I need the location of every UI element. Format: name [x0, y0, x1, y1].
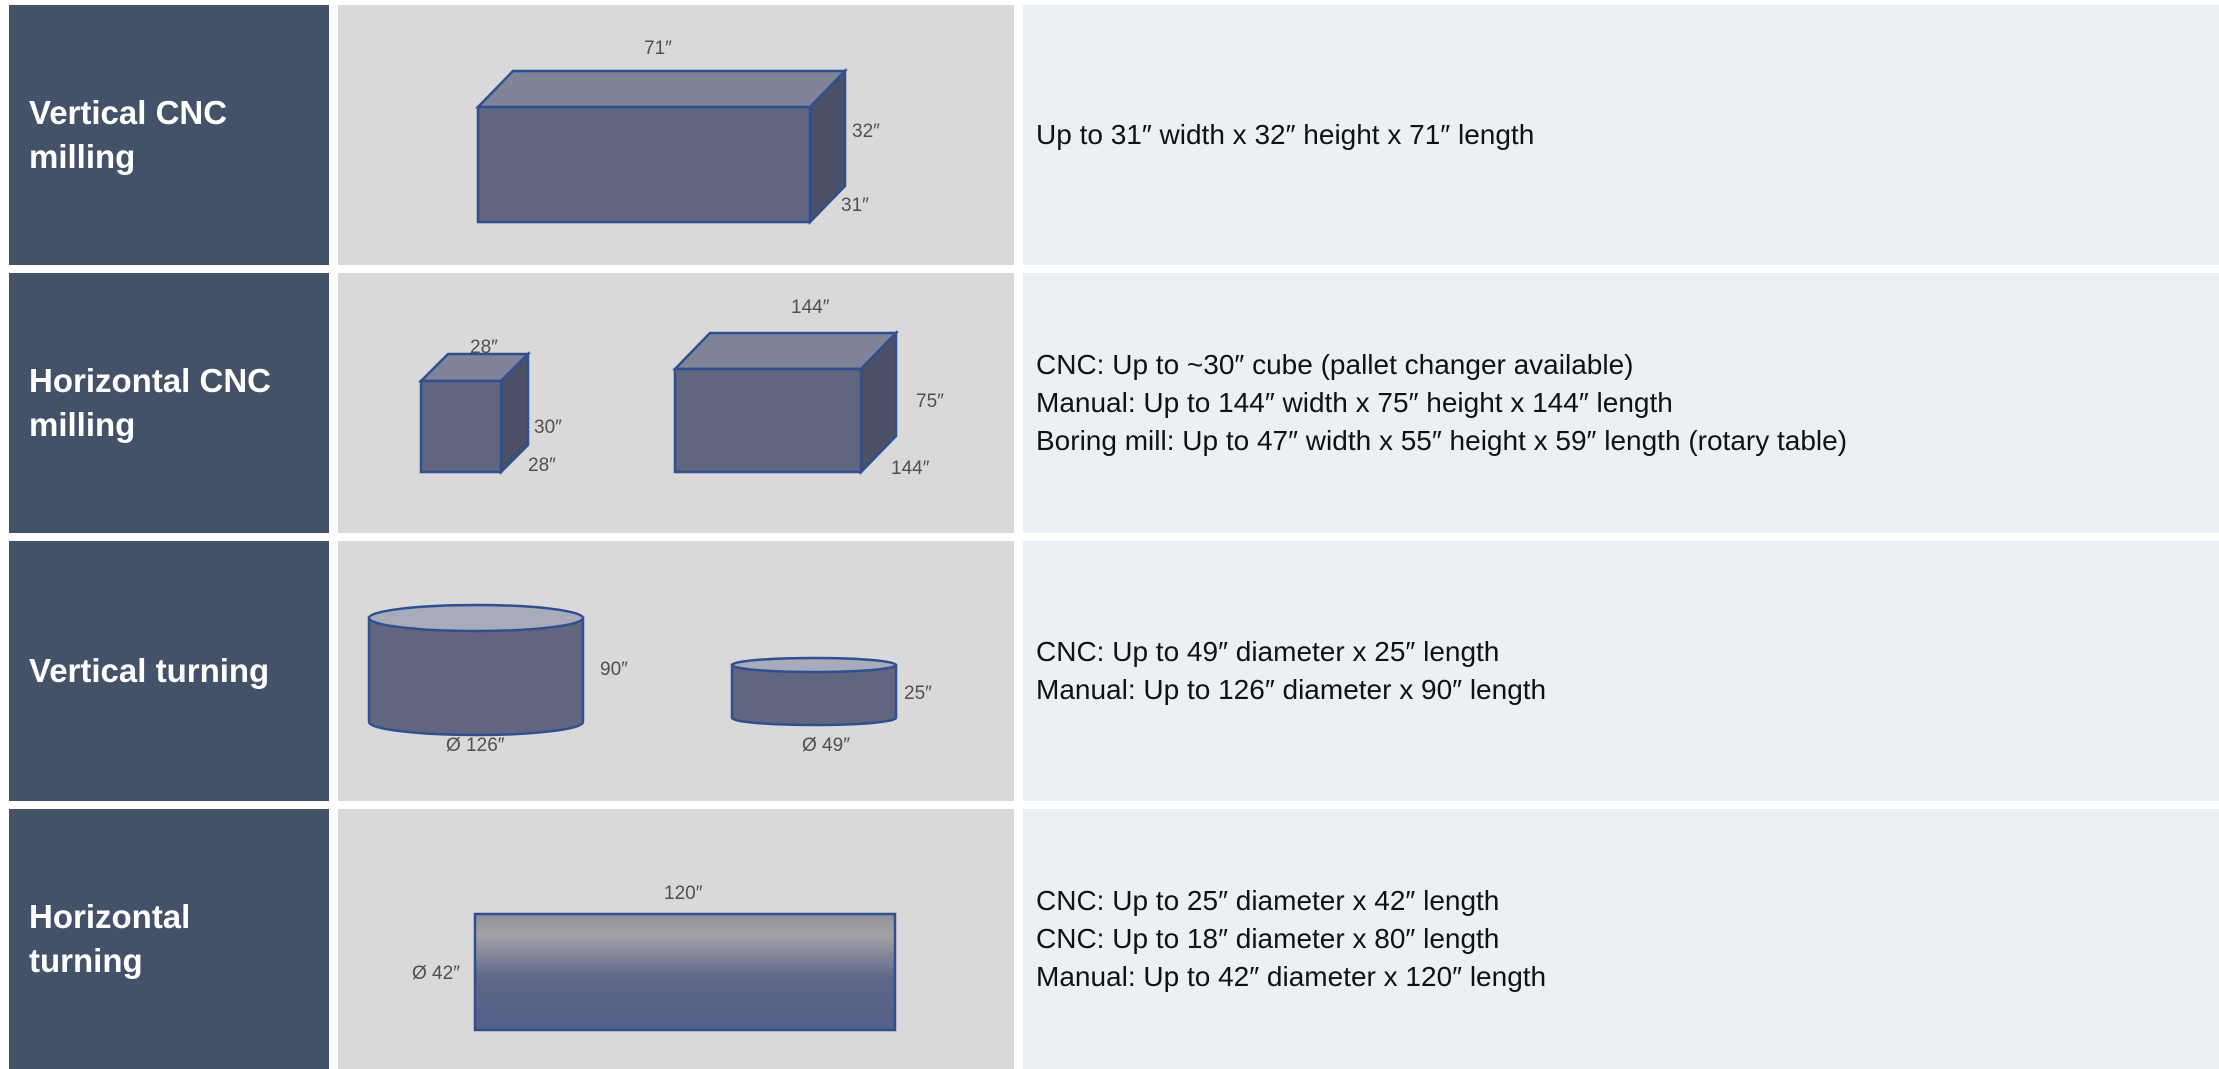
row-label-text: Horizontal turning — [29, 898, 191, 979]
desc-line: CNC: Up to 49″ diameter x 25″ length — [1036, 636, 1500, 667]
desc-line: Manual: Up to 126″ diameter x 90″ length — [1036, 674, 1547, 705]
dim-height-label: 32″ — [852, 121, 880, 142]
desc-line: Boring mill: Up to 47″ width x 55″ heigh… — [1036, 425, 1848, 456]
large-box-front-face — [673, 367, 863, 474]
dim-length-label: 71″ — [644, 38, 672, 59]
dim-width-label: 31″ — [841, 195, 869, 216]
small-dim-depth-label: 28″ — [528, 455, 556, 476]
box-diagram: 71″ 32″ 31″ — [475, 38, 880, 226]
desc-line: CNC: Up to 18″ diameter x 80″ length — [1036, 923, 1500, 954]
graphic-horizontal-turning: 120″ Ø 42″ — [338, 809, 1014, 1069]
small-cylinder-top — [730, 656, 898, 674]
graphic-vertical-cnc-milling: 71″ 32″ 31″ — [338, 5, 1014, 265]
row-label-text: Vertical CNC milling — [29, 94, 228, 175]
box-front-face — [476, 105, 812, 224]
desc-vertical-turning: CNC: Up to 49″ diameter x 25″ length Man… — [1023, 541, 2219, 801]
cylinder-side-diagram: 120″ Ø 42″ — [412, 883, 897, 1032]
small-dim-diameter-label: Ø 49″ — [802, 735, 850, 756]
desc-line: CNC: Up to ~30″ cube (pallet changer ava… — [1036, 349, 1634, 380]
large-cylinder-body — [367, 616, 585, 737]
graphic-horizontal-cnc-milling: 28″ 30″ 28″ 144″ 75″ 144″ — [338, 273, 1014, 533]
cylinder-diagram-pair: 90″ Ø 126″ 25″ Ø 49″ — [367, 603, 932, 756]
desc-vertical-cnc-milling: Up to 31″ width x 32″ height x 71″ lengt… — [1023, 5, 2219, 265]
desc-line: Manual: Up to 144″ width x 75″ height x … — [1036, 387, 1673, 418]
row-label-horizontal-cnc-milling: Horizontal CNC milling — [9, 273, 329, 533]
large-dim-top-label: 144″ — [791, 297, 830, 318]
horizontal-cylinder-body — [473, 912, 897, 1032]
box-diagram-pair: 28″ 30″ 28″ 144″ 75″ 144″ — [417, 297, 944, 479]
small-cylinder-body — [730, 663, 898, 727]
desc-horizontal-turning: CNC: Up to 25″ diameter x 42″ length CNC… — [1023, 809, 2219, 1069]
dim-diameter-label: Ø 42″ — [412, 963, 460, 984]
small-box-front-face — [419, 379, 503, 474]
desc-horizontal-cnc-milling: CNC: Up to ~30″ cube (pallet changer ava… — [1023, 273, 2219, 533]
desc-line: Up to 31″ width x 32″ height x 71″ lengt… — [1036, 119, 1535, 150]
large-dim-height-label: 90″ — [600, 659, 628, 680]
dim-length-label: 120″ — [664, 883, 703, 904]
row-label-text: Horizontal CNC milling — [29, 362, 271, 443]
row-label-text: Vertical turning — [29, 652, 270, 689]
graphic-vertical-turning: 90″ Ø 126″ 25″ Ø 49″ — [338, 541, 1014, 801]
box-top-face — [475, 69, 848, 109]
small-dim-height-label: 25″ — [904, 683, 932, 704]
large-dim-height-label: 75″ — [916, 391, 944, 412]
row-label-vertical-turning: Vertical turning — [9, 541, 329, 801]
small-dim-top-label: 28″ — [470, 337, 498, 358]
small-dim-height-label: 30″ — [534, 417, 562, 438]
large-box-top-face — [672, 331, 899, 371]
desc-line: CNC: Up to 25″ diameter x 42″ length — [1036, 885, 1500, 916]
large-dim-diameter-label: Ø 126″ — [446, 735, 505, 756]
large-cylinder-top — [367, 603, 585, 633]
desc-line: Manual: Up to 42″ diameter x 120″ length — [1036, 961, 1547, 992]
large-dim-depth-label: 144″ — [891, 458, 930, 479]
row-label-horizontal-turning: Horizontal turning — [9, 809, 329, 1069]
row-label-vertical-cnc-milling: Vertical CNC milling — [9, 5, 329, 265]
